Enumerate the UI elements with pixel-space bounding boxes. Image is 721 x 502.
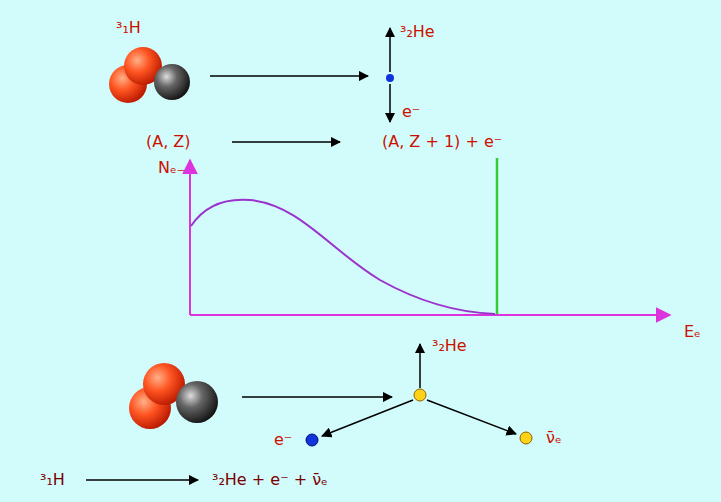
particle-label: e⁻	[402, 102, 420, 122]
axis-label: Eₑ	[684, 322, 701, 342]
equation-term: ³₁H	[40, 470, 65, 490]
equation-term: ³₂He + e⁻ + ν̄ₑ	[212, 470, 328, 490]
recoil-arrow	[389, 28, 391, 72]
nuclide-label: ³₂He	[400, 22, 435, 42]
particle-label: e⁻	[274, 430, 292, 450]
particle-label: ν̄ₑ	[546, 428, 562, 448]
endpoint-line	[496, 158, 499, 314]
neutrino-arrow	[427, 400, 516, 434]
axis-label: Nₑ₋	[158, 158, 185, 178]
x-axis	[190, 314, 670, 316]
decay-dot	[414, 389, 426, 401]
neutron-sphere	[154, 64, 190, 100]
reaction-arrow	[232, 141, 340, 143]
reaction-arrow	[210, 75, 368, 77]
nuclide-label: ³₁H	[116, 18, 141, 38]
reaction-arrow	[242, 396, 392, 398]
nuclide-label: ³₂He	[432, 336, 467, 356]
recoil-arrow	[419, 344, 421, 388]
electron-dot	[306, 434, 318, 446]
reaction-label: (A, Z)	[146, 132, 191, 152]
electron-arrow	[322, 400, 413, 436]
neutrino-dot	[520, 432, 532, 444]
equation-arrow	[86, 479, 198, 481]
spectrum-curve	[191, 200, 495, 314]
decay-dot	[386, 74, 394, 82]
electron-arrow	[389, 84, 391, 122]
reaction-label: (A, Z + 1) + e⁻	[382, 132, 502, 152]
neutron-sphere	[176, 381, 218, 423]
y-axis	[189, 160, 191, 315]
